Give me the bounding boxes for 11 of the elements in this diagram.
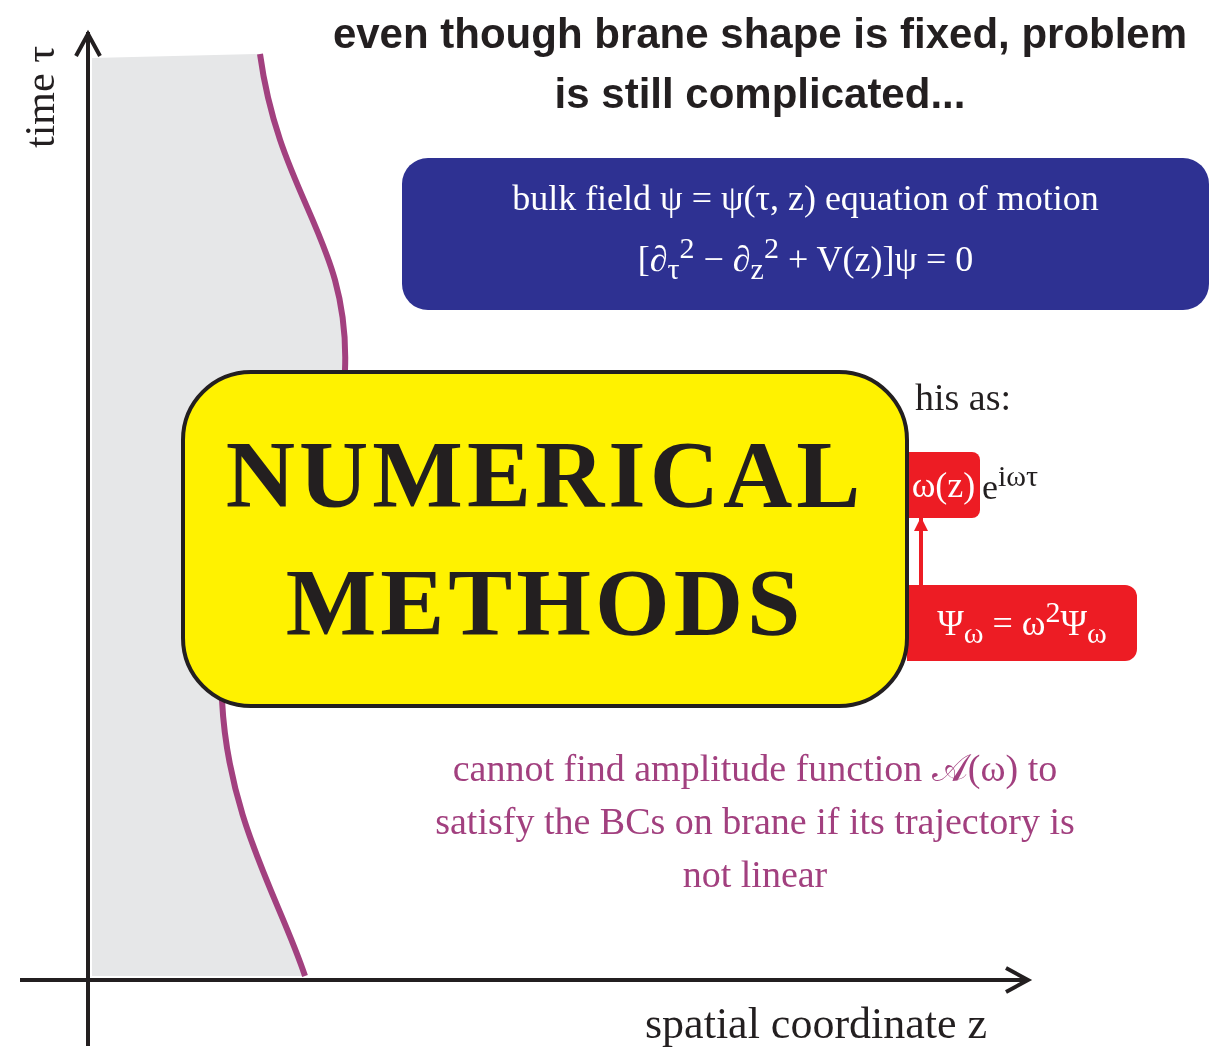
- arrow: [914, 517, 928, 585]
- text-fragment: his as:: [915, 375, 1012, 420]
- axis-label: spatial coordinate z: [645, 998, 988, 1050]
- axis-label: time τ: [16, 45, 64, 150]
- stamp-box: NUMERICAL METHODS: [181, 370, 909, 708]
- note-text: cannot find amplitude function 𝒜(ω) to satisfy the BCs on brane if its trajectory is not linear: [434, 746, 1076, 897]
- slide-title: even though brane shape is fixed, problem is still complicated...: [331, 9, 1189, 119]
- equation-box: bulk field ψ = ψ(τ, z) equation of motion [∂$_{τ}$$^{2}$ − ∂$_{z}$$^{2}$ + V(z)]ψ = 0: [402, 158, 1209, 310]
- equation-term: e$^{iωτ}$: [982, 458, 1039, 509]
- equation-box: ω(z): [907, 452, 980, 518]
- equation-box: Ψ$_{ω}$ = ω$^{2}$Ψ$_{ω}$: [907, 585, 1137, 661]
